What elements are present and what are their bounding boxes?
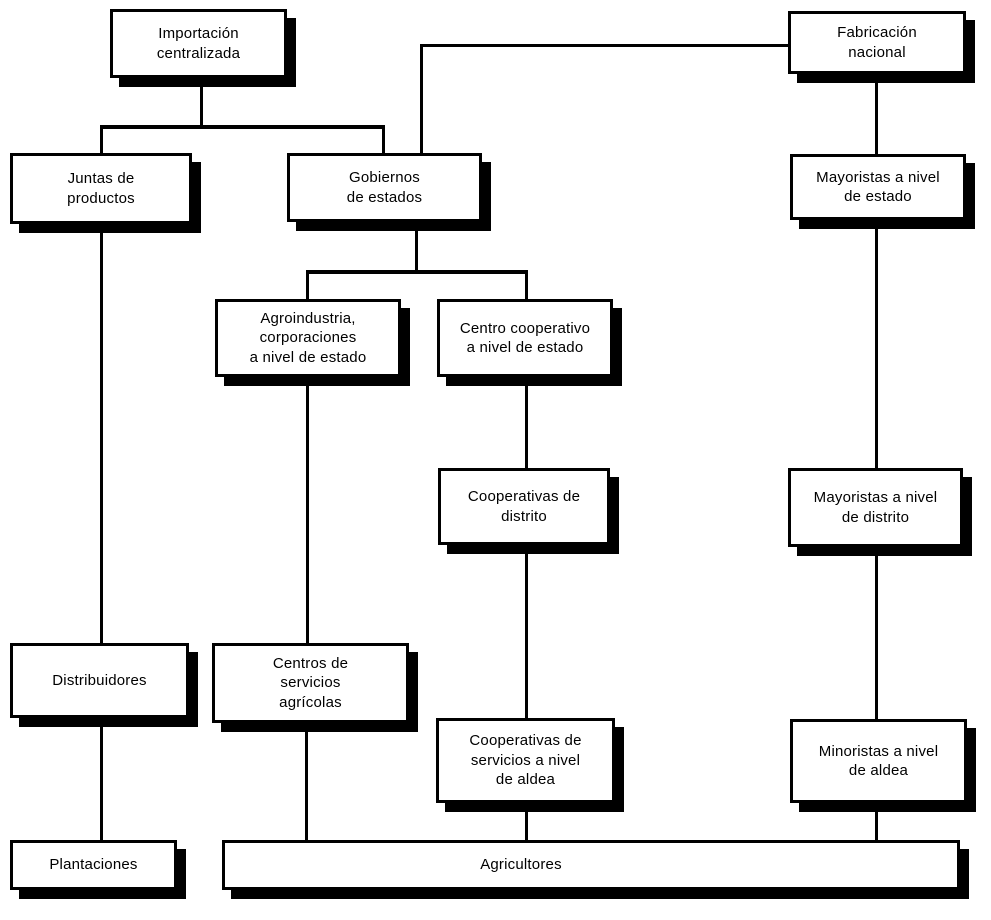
edge-agroindustria-centros	[306, 375, 309, 645]
edge-centrocoop-coopdistrito	[525, 375, 528, 470]
edge-juntas-distribuidores	[100, 222, 103, 645]
edge-fabricacion-gobiernos-v	[420, 44, 423, 155]
edge-centros-agricultores	[305, 721, 308, 842]
node-centros-servicios-agricolas: Centros de servicios agrícolas	[212, 643, 409, 723]
edge-importacion-stem	[200, 75, 203, 129]
node-label: Cooperativas de servicios a nivel de ald…	[469, 732, 582, 789]
node-distribuidores: Distribuidores	[10, 643, 189, 718]
node-label: Cooperativas de distrito	[467, 488, 581, 525]
edge-distribuidores-plantaciones	[100, 716, 103, 842]
edge-minoristas-agricultores	[875, 801, 878, 842]
edge-coopaldea-agricultores	[525, 801, 528, 842]
node-mayoristas-nivel-estado: Mayoristas a nivel de estado	[790, 154, 966, 220]
node-label: Juntas de productos	[67, 170, 135, 207]
node-label: Agricultores	[480, 856, 562, 874]
node-label: Agroindustria, corporaciones a nivel de …	[249, 309, 367, 366]
node-label: Centros de servicios agrícolas	[272, 654, 349, 711]
edge-agroindustria-stub	[306, 272, 309, 301]
edge-mayestado-maydistrito	[875, 218, 878, 470]
node-gobiernos-de-estados: Gobiernos de estados	[287, 153, 482, 222]
node-label: Centro cooperativo a nivel de estado	[459, 319, 591, 357]
edge-fabricacion-gobiernos-h	[420, 44, 788, 47]
node-agricultores: Agricultores	[222, 840, 960, 890]
node-cooperativas-servicios-aldea: Cooperativas de servicios a nivel de ald…	[436, 718, 615, 803]
node-cooperativas-de-distrito: Cooperativas de distrito	[438, 468, 610, 545]
node-agroindustria-corporaciones: Agroindustria, corporaciones a nivel de …	[215, 299, 401, 377]
node-fabricacion-nacional: Fabricación nacional	[788, 11, 966, 74]
edge-centrocoop-stub	[525, 272, 528, 301]
node-centro-cooperativo-estado: Centro cooperativo a nivel de estado	[437, 299, 613, 377]
node-label: Minoristas a nivel de aldea	[818, 742, 939, 780]
node-juntas-de-productos: Juntas de productos	[10, 153, 192, 224]
node-label: Mayoristas a nivel de estado	[816, 168, 940, 206]
node-mayoristas-nivel-distrito: Mayoristas a nivel de distrito	[788, 468, 963, 547]
edge-maydistrito-minoristas	[875, 545, 878, 721]
edge-coopdistrito-coopaldea	[525, 543, 528, 720]
node-importacion-centralizada: Importación centralizada	[110, 9, 287, 78]
node-label: Gobiernos de estados	[346, 169, 423, 206]
edge-gobiernos-children	[306, 270, 528, 274]
edge-fabricacion-mayoristas	[875, 72, 878, 156]
edge-importacion-children	[100, 125, 385, 129]
node-plantaciones: Plantaciones	[10, 840, 177, 890]
edge-gobiernos-stem	[415, 220, 418, 274]
node-label: Plantaciones	[49, 856, 138, 874]
edge-juntas-stub	[100, 127, 103, 155]
node-minoristas-nivel-aldea: Minoristas a nivel de aldea	[790, 719, 967, 803]
node-label: Mayoristas a nivel de distrito	[813, 489, 938, 526]
node-label: Distribuidores	[52, 671, 147, 689]
node-label: Importación centralizada	[156, 25, 241, 62]
edge-gobiernos-stub-left	[382, 127, 385, 155]
node-label: Fabricación nacional	[837, 24, 917, 61]
